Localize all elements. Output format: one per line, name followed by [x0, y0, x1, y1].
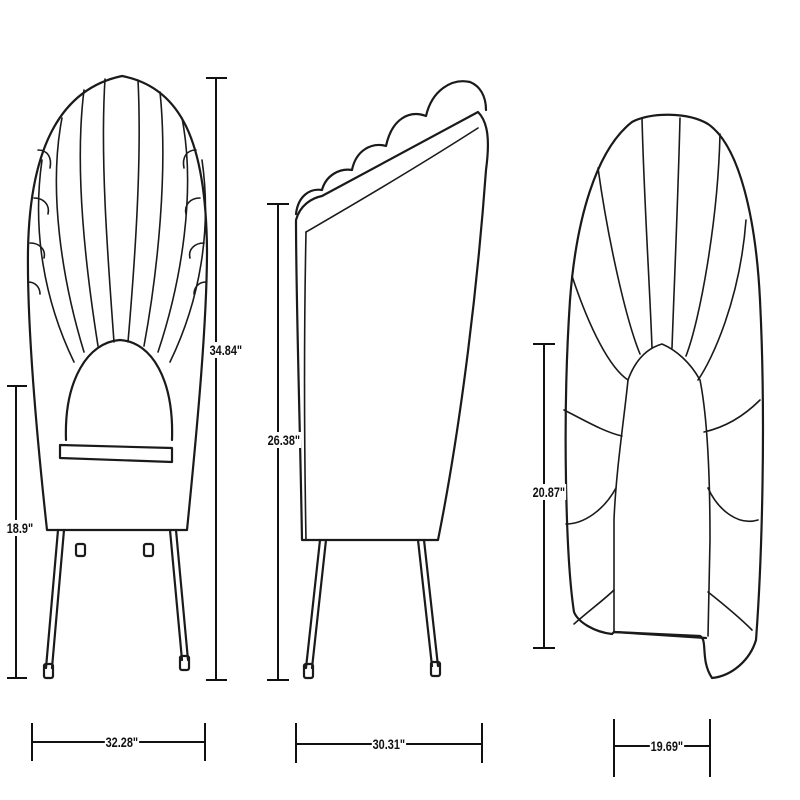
top-view — [563, 113, 765, 680]
dim-side-height-label: 26.38" — [266, 432, 301, 448]
dim-front-width-label: 32.28" — [104, 734, 139, 750]
front-seat-back — [64, 338, 174, 442]
top-channels — [563, 117, 761, 631]
top-outline — [564, 113, 765, 680]
side-view — [294, 80, 489, 680]
front-side-puffs — [27, 149, 207, 295]
side-scallops — [294, 80, 488, 216]
dim-front-height-label: 34.84" — [208, 342, 243, 358]
dim-top-depth-label: 20.87" — [531, 484, 566, 500]
front-channels — [37, 78, 207, 363]
dim-top-width-label: 19.69" — [649, 738, 684, 754]
dim-front-height-line — [206, 77, 227, 681]
side-legs — [302, 538, 442, 680]
front-outline — [26, 74, 209, 532]
top-front-edge — [612, 630, 708, 640]
side-frame-line — [303, 231, 307, 541]
dim-seat-height-label: 18.9" — [5, 520, 34, 536]
top-seat-opening — [613, 343, 711, 637]
side-inner-back — [305, 127, 479, 233]
dim-side-depth-label: 30.31" — [371, 736, 406, 752]
side-outline — [294, 110, 489, 542]
front-legs — [42, 528, 191, 680]
front-seat-cushion — [58, 443, 174, 464]
front-view — [26, 74, 209, 680]
